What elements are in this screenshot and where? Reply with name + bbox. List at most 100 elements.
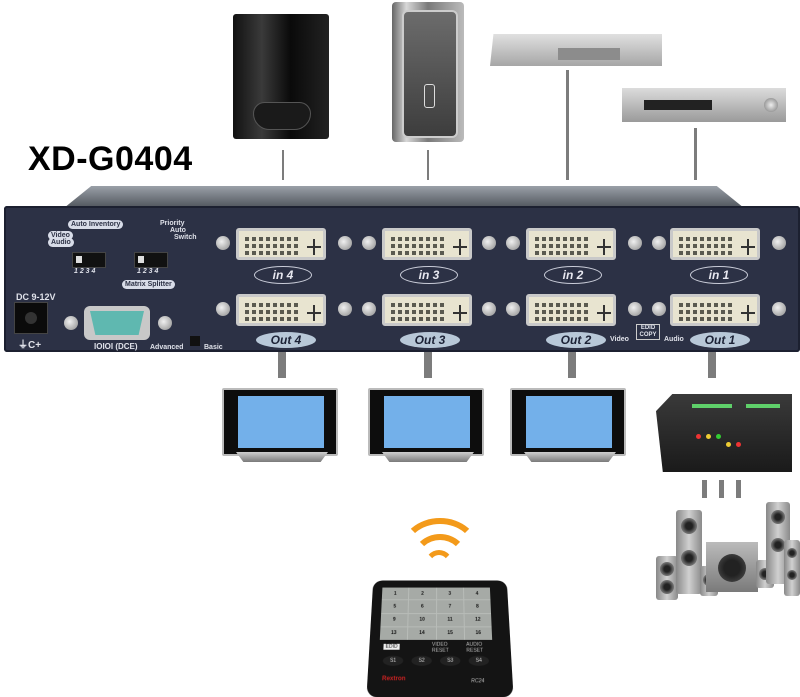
remote-key-15[interactable]: 15 — [436, 627, 464, 640]
matrix-switch-unit: Auto Inventory Video Audio 1 2 3 4 Prior… — [4, 186, 800, 352]
remote-key-14[interactable]: 14 — [408, 627, 436, 640]
cable-out1 — [708, 352, 716, 378]
dvi-input-1[interactable] — [670, 228, 760, 260]
cable-in1 — [694, 128, 697, 180]
pc-front-panel — [402, 10, 458, 138]
rs232-port[interactable] — [84, 306, 150, 340]
remote-key-3[interactable]: 3 — [436, 587, 464, 600]
dvi-output-4[interactable] — [236, 294, 326, 326]
dvi-cross — [597, 237, 611, 255]
dvi-input-2[interactable] — [526, 228, 616, 260]
screw — [506, 236, 520, 250]
dc-power-jack[interactable] — [14, 302, 48, 334]
dvi-input-4[interactable] — [236, 228, 326, 260]
remote-key-1[interactable]: 1 — [381, 587, 409, 600]
remote-key-7[interactable]: 7 — [436, 600, 464, 613]
remote-key-13[interactable]: 13 — [379, 627, 408, 640]
edid-audio-label: Audio — [664, 336, 684, 343]
tv-stand — [524, 452, 616, 462]
auto-label: Auto — [170, 227, 186, 234]
dvi-cross — [741, 237, 755, 255]
remote-audio-reset[interactable]: AUDIO RESET — [466, 641, 484, 654]
screw — [338, 302, 352, 316]
switch-label: Switch — [174, 234, 197, 241]
tv-stand — [236, 452, 328, 462]
remote-video-reset[interactable]: VIDEO RESET — [431, 641, 449, 654]
rca-jack — [726, 442, 731, 447]
screw — [338, 236, 352, 250]
dvi-output-2[interactable] — [526, 294, 616, 326]
mode-dip-numbers: 1 2 3 4 — [137, 268, 159, 275]
basic-label: Basic — [204, 344, 223, 351]
screw — [482, 236, 496, 250]
remote-key-10[interactable]: 10 — [408, 613, 436, 627]
receiver-meter — [692, 404, 732, 408]
rca-jack — [696, 434, 701, 439]
inventory-dip-switch[interactable] — [72, 252, 106, 268]
remote-key-6[interactable]: 6 — [408, 600, 436, 613]
remote-key-s3[interactable]: S3 — [440, 655, 461, 666]
receiver-meter — [746, 404, 780, 408]
remote-key-2[interactable]: 2 — [409, 587, 436, 600]
dvi-input-3[interactable] — [382, 228, 472, 260]
output-1-label: Out 1 — [690, 332, 750, 348]
output-3-label: Out 3 — [400, 332, 460, 348]
screw — [482, 302, 496, 316]
dvi-cross — [597, 303, 611, 321]
remote-key-12[interactable]: 12 — [464, 613, 492, 627]
cable-out2 — [568, 352, 576, 378]
remote-key-5[interactable]: 5 — [381, 600, 409, 613]
pc-drive-led — [424, 84, 435, 108]
subwoofer-icon — [706, 542, 758, 592]
remote-model: RC24 — [471, 678, 485, 685]
remote-edid-button[interactable]: EDID — [383, 643, 400, 650]
screw — [158, 316, 172, 330]
cable-out4 — [278, 352, 286, 378]
remote-key-4[interactable]: 4 — [463, 587, 491, 600]
remote-key-9[interactable]: 9 — [380, 613, 408, 627]
screw — [772, 302, 786, 316]
speaker-icon — [784, 540, 800, 596]
tv-screen — [238, 396, 324, 448]
dvi-output-1[interactable] — [670, 294, 760, 326]
dvi-output-3[interactable] — [382, 294, 472, 326]
model-title: XD-G0404 — [28, 140, 193, 178]
input-2-label: in 2 — [544, 266, 602, 284]
splitter-text: Splitter — [147, 281, 172, 288]
dvi-cross — [453, 303, 467, 321]
tv-screen — [526, 396, 612, 448]
mode-dip-switch[interactable] — [134, 252, 168, 268]
dvi-pins — [535, 235, 591, 255]
screw — [216, 302, 230, 316]
tv-icon — [510, 388, 626, 466]
remote-key-s4[interactable]: S4 — [468, 655, 490, 666]
dvi-pins — [535, 301, 591, 321]
inventory-text: Inventory — [88, 221, 121, 228]
dvd-display — [558, 48, 620, 60]
dvd-knob — [764, 98, 778, 112]
auto-text: Auto — [71, 221, 87, 228]
woofer — [771, 538, 785, 552]
video-label: Video — [48, 231, 73, 240]
input-4-label: in 4 — [254, 266, 312, 284]
output-4-label: Out 4 — [256, 332, 316, 348]
av-receiver-icon — [656, 394, 792, 472]
edid-copy-label: EDID COPY — [636, 324, 660, 340]
tv-icon — [222, 388, 338, 466]
dvi-pins — [245, 301, 301, 321]
remote-key-8[interactable]: 8 — [464, 600, 491, 613]
remote-key-11[interactable]: 11 — [436, 613, 464, 627]
wireless-signal-icon — [400, 518, 480, 586]
remote-key-s2[interactable]: S2 — [411, 655, 432, 666]
remote-key-s1[interactable]: S1 — [382, 655, 404, 666]
woofer — [660, 562, 674, 576]
tower-speaker-icon — [676, 510, 702, 594]
remote-key-16[interactable]: 16 — [464, 627, 493, 640]
tv-frame — [510, 388, 626, 456]
woofer — [681, 550, 697, 566]
rs232-label: IOIOI (DCE) — [94, 342, 138, 351]
output-2-label: Out 2 — [546, 332, 606, 348]
dvd-recorder-icon — [490, 34, 662, 66]
advanced-basic-switch[interactable] — [190, 336, 200, 346]
edid-video-label: Video — [610, 336, 629, 343]
